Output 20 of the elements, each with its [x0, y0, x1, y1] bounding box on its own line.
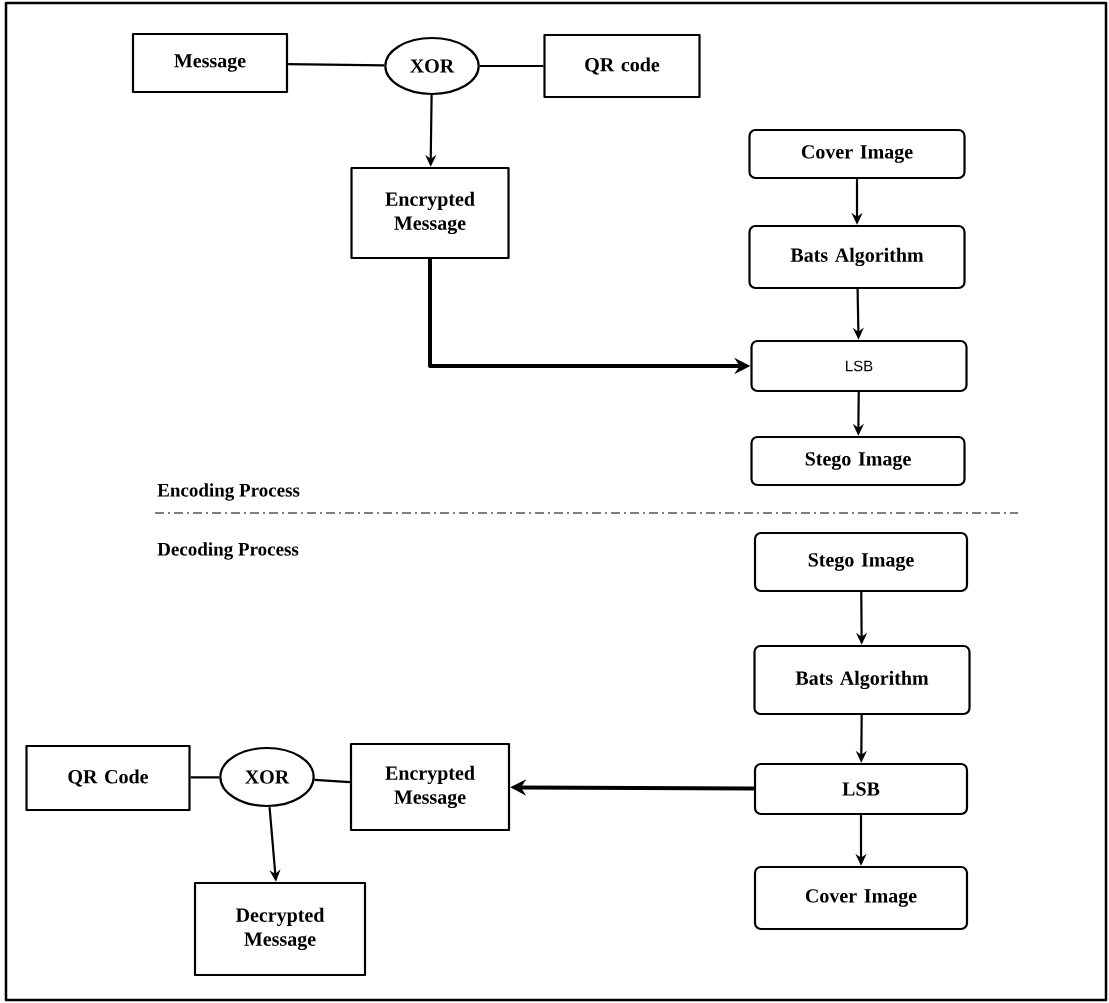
process-box: Message	[131, 32, 289, 94]
connector-line	[479, 64, 544, 68]
process-box: LSB	[750, 339, 968, 393]
process-box: Cover Image	[748, 128, 966, 180]
section-label: Encoding Process	[157, 483, 300, 501]
process-box: Stego Image	[750, 435, 966, 487]
process-box: Bats Algorithm	[748, 224, 966, 290]
process-box: Encrypted Message	[350, 166, 510, 260]
process-box: QR code	[543, 33, 701, 99]
process-box: Decrypted Message	[193, 881, 367, 977]
connector-line	[190, 776, 220, 779]
process-box: Bats Algorithm	[753, 644, 971, 716]
process-box: Stego Image	[753, 531, 969, 593]
process-box: Cover Image	[753, 865, 969, 931]
connector-line	[314, 778, 350, 784]
connector-line	[288, 62, 385, 67]
process-box: Encrypted Message	[349, 742, 511, 832]
process-box: LSB	[753, 762, 969, 816]
process-box: QR Code	[25, 744, 191, 812]
section-label: Decoding Process	[157, 542, 299, 560]
